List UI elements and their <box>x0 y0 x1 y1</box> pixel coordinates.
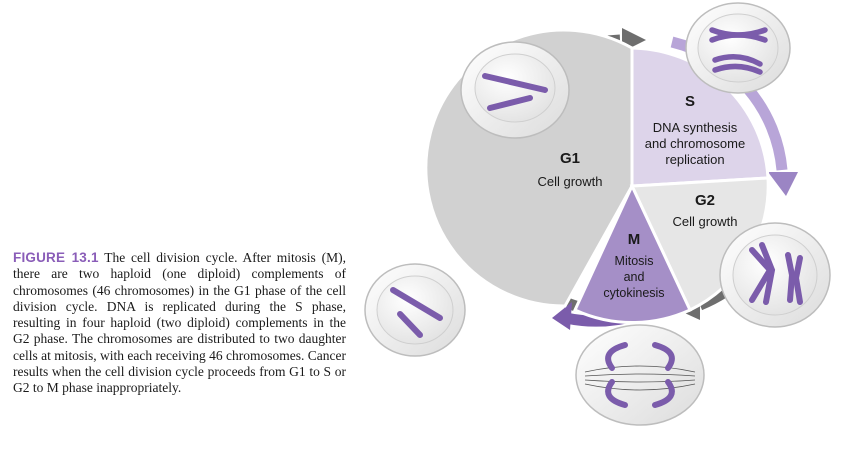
chromosomes-daughter <box>390 287 443 338</box>
figure-caption: FIGURE 13.1 The cell division cycle. Aft… <box>13 250 346 397</box>
chromosomes-mitosis <box>605 342 675 408</box>
cell-s <box>685 2 791 94</box>
caption-text: The cell division cycle. After mitosis (… <box>13 250 346 396</box>
label-s-desc-1: DNA synthesis <box>653 120 738 135</box>
label-g2-name: G2 <box>695 192 715 209</box>
chromosomes-s <box>709 27 768 75</box>
spindle-fibers <box>584 365 696 391</box>
label-s-desc-3: replication <box>665 152 724 167</box>
label-m-name: M <box>628 231 641 248</box>
chromosomes-g2 <box>749 242 803 305</box>
label-g1-desc: Cell growth <box>537 174 602 189</box>
label-m-desc-3: cytokinesis <box>603 286 664 300</box>
chromosomes-g1 <box>482 73 548 111</box>
cell-mitosis <box>575 324 705 426</box>
segment-m <box>573 182 692 324</box>
arrow-head-right <box>768 172 798 196</box>
label-g2-desc: Cell growth <box>672 214 737 229</box>
label-m-desc-2: and <box>624 270 645 284</box>
figure-label: FIGURE 13.1 <box>13 250 99 265</box>
cell-daughter <box>364 263 466 357</box>
label-g1-name: G1 <box>560 150 580 167</box>
cell-g2 <box>719 222 831 328</box>
label-s-name: S <box>685 93 695 110</box>
arrow-head-bottom <box>552 302 572 330</box>
label-m-desc-1: Mitosis <box>615 254 654 268</box>
cell-g1 <box>460 41 570 139</box>
label-s-desc-2: and chromosome <box>645 136 745 151</box>
